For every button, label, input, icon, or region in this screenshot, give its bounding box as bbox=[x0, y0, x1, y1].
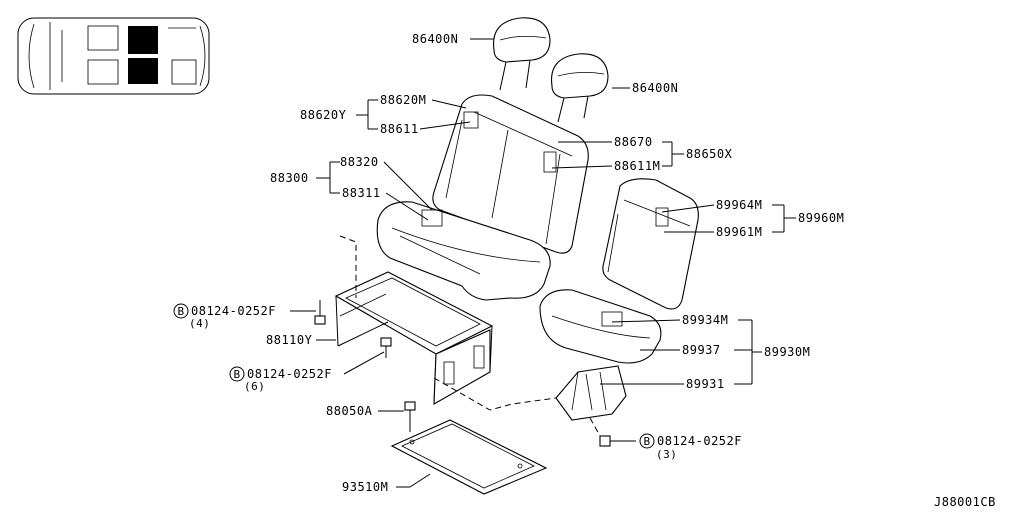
label-bolt-4: 08124-0252F bbox=[657, 434, 742, 448]
label-89930m: 89930M bbox=[764, 345, 810, 359]
bolt-marker-4-letter: B bbox=[644, 435, 651, 448]
label-93510m: 93510M bbox=[342, 480, 388, 494]
label-headrest-left: 86400N bbox=[412, 32, 458, 46]
highlight-seat-left bbox=[128, 26, 158, 54]
seat-frame-right bbox=[555, 365, 627, 421]
label-bolt-2: 08124-0252F bbox=[247, 367, 332, 381]
label-88300: 88300 bbox=[270, 171, 309, 185]
vehicle-locator bbox=[17, 17, 210, 95]
label-88620m: 88620M bbox=[380, 93, 426, 107]
diagram-id: J88001CB bbox=[934, 495, 996, 509]
label-88320: 88320 bbox=[340, 155, 379, 169]
headrest-right bbox=[550, 53, 609, 123]
headrest-left bbox=[492, 17, 551, 91]
label-89934m: 89934M bbox=[682, 313, 728, 327]
seat-cushion-right bbox=[539, 289, 662, 364]
highlight-seat-right bbox=[128, 58, 158, 84]
label-89960m: 89960M bbox=[798, 211, 844, 225]
seat-cushion-left bbox=[376, 201, 551, 301]
bolt-3-icon bbox=[404, 401, 416, 432]
bolt-marker-4: B bbox=[639, 433, 655, 449]
bolt-4-icon bbox=[599, 435, 636, 447]
label-88050a: 88050A bbox=[326, 404, 373, 418]
leader-lines bbox=[290, 38, 796, 488]
label-89961m: 89961M bbox=[716, 225, 762, 239]
bolt-marker-1: B bbox=[173, 303, 189, 319]
label-88611: 88611 bbox=[380, 122, 419, 136]
bolt-marker-2: B bbox=[229, 366, 245, 382]
label-89964m: 89964M bbox=[716, 198, 762, 212]
bolt-marker-2-letter: B bbox=[234, 368, 241, 381]
label-bolt-1-qty: (4) bbox=[189, 317, 210, 330]
label-bolt-1: 08124-0252F bbox=[191, 304, 276, 318]
label-88620y: 88620Y bbox=[300, 108, 347, 122]
seat-back-right bbox=[602, 178, 699, 310]
label-89937: 89937 bbox=[682, 343, 721, 357]
bolt-2-icon bbox=[380, 337, 392, 358]
seat-back-left bbox=[432, 94, 589, 254]
label-88611m: 88611M bbox=[614, 159, 660, 173]
floor-cover bbox=[390, 419, 548, 495]
label-88110y: 88110Y bbox=[266, 333, 313, 347]
label-89931: 89931 bbox=[686, 377, 725, 391]
bolt-marker-1-letter: B bbox=[178, 305, 185, 318]
label-bolt-2-qty: (6) bbox=[244, 380, 265, 393]
label-headrest-right: 86400N bbox=[632, 81, 678, 95]
label-88311: 88311 bbox=[342, 186, 381, 200]
label-88650x: 88650X bbox=[686, 147, 733, 161]
label-88670: 88670 bbox=[614, 135, 653, 149]
label-bolt-4-qty: (3) bbox=[656, 448, 677, 461]
bolt-1-icon bbox=[314, 300, 326, 325]
